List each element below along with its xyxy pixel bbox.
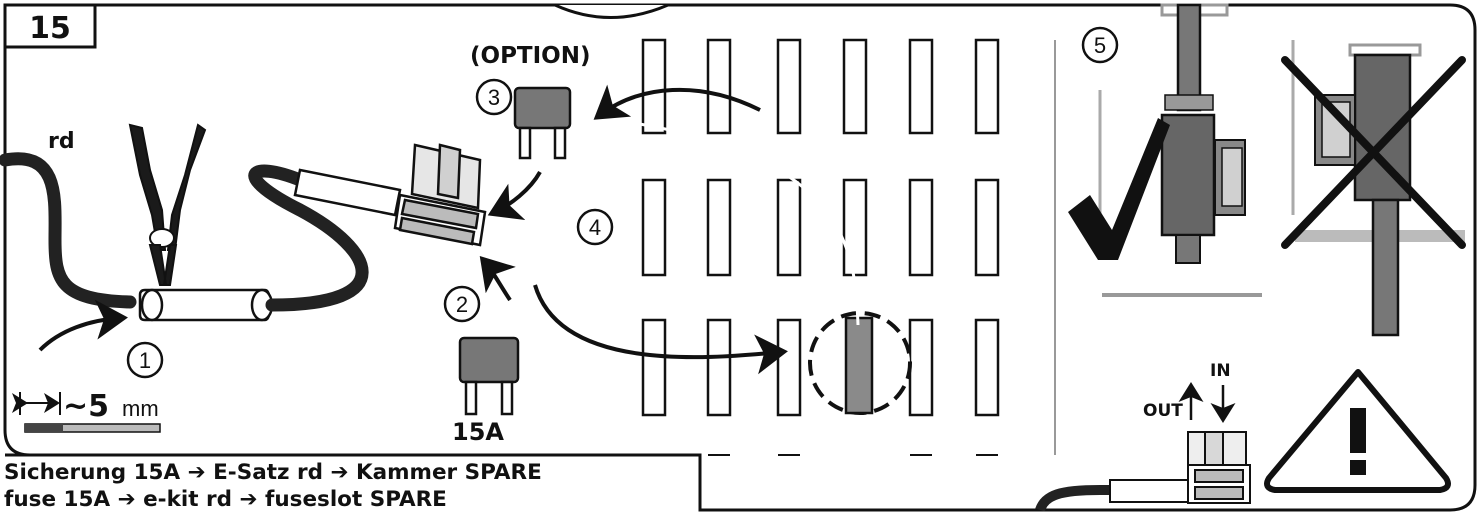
fuse-tap-sleeve [293, 168, 402, 217]
crimping-pliers-icon [128, 123, 207, 286]
step-number-badge: 15 [3, 3, 97, 49]
fuse-tap-holder [393, 143, 487, 247]
step-number: 15 [29, 11, 71, 46]
in-out-indicator: IN OUT [1143, 361, 1236, 423]
small-fuse-tap-illustration [1035, 431, 1251, 512]
step-2-number: 2 [456, 292, 468, 317]
top-arc [554, 3, 669, 19]
diagram-frame [3, 3, 1477, 512]
step-4-marker: 4 [576, 208, 614, 246]
strip-length-value: ~5 [63, 389, 109, 424]
step-5-marker: 5 [1081, 26, 1119, 64]
out-label: OUT [1143, 401, 1183, 421]
fuse-15a-icon [458, 336, 520, 416]
red-wire [0, 152, 137, 309]
option-label: (OPTION) [470, 43, 590, 69]
step-3-number: 3 [488, 85, 500, 110]
step-1-number: 1 [139, 348, 151, 373]
step-1-marker: 1 [126, 341, 164, 379]
warning-icon [1264, 369, 1451, 493]
correct-install-illustration [1098, 3, 1262, 297]
caption-german: Sicherung 15A ➔ E-Satz rd ➔ Kammer SPARE [4, 460, 542, 485]
strip-length-indicator: ~5 mm [12, 389, 161, 433]
fuse-rating-label: 15A [452, 418, 504, 446]
flow-arrows [38, 84, 788, 375]
add-a-circuit-wire [248, 164, 369, 312]
butt-connector [138, 288, 274, 322]
caption-english: fuse 15A ➔ e-kit rd ➔ fuseslot SPARE [4, 487, 447, 512]
step-2-marker: 2 [443, 285, 481, 323]
cross-icon [1281, 56, 1466, 249]
strip-length-unit: mm [122, 396, 159, 421]
step-3-marker: 3 [475, 78, 513, 116]
spare-slot-highlight [599, 116, 912, 415]
wire-color-label: rd [48, 129, 75, 154]
step-5-number: 5 [1094, 33, 1106, 58]
in-label: IN [1210, 361, 1231, 381]
option-fuse-icon [513, 86, 572, 160]
checkmark-icon [1068, 118, 1170, 260]
step-4-number: 4 [589, 215, 601, 240]
